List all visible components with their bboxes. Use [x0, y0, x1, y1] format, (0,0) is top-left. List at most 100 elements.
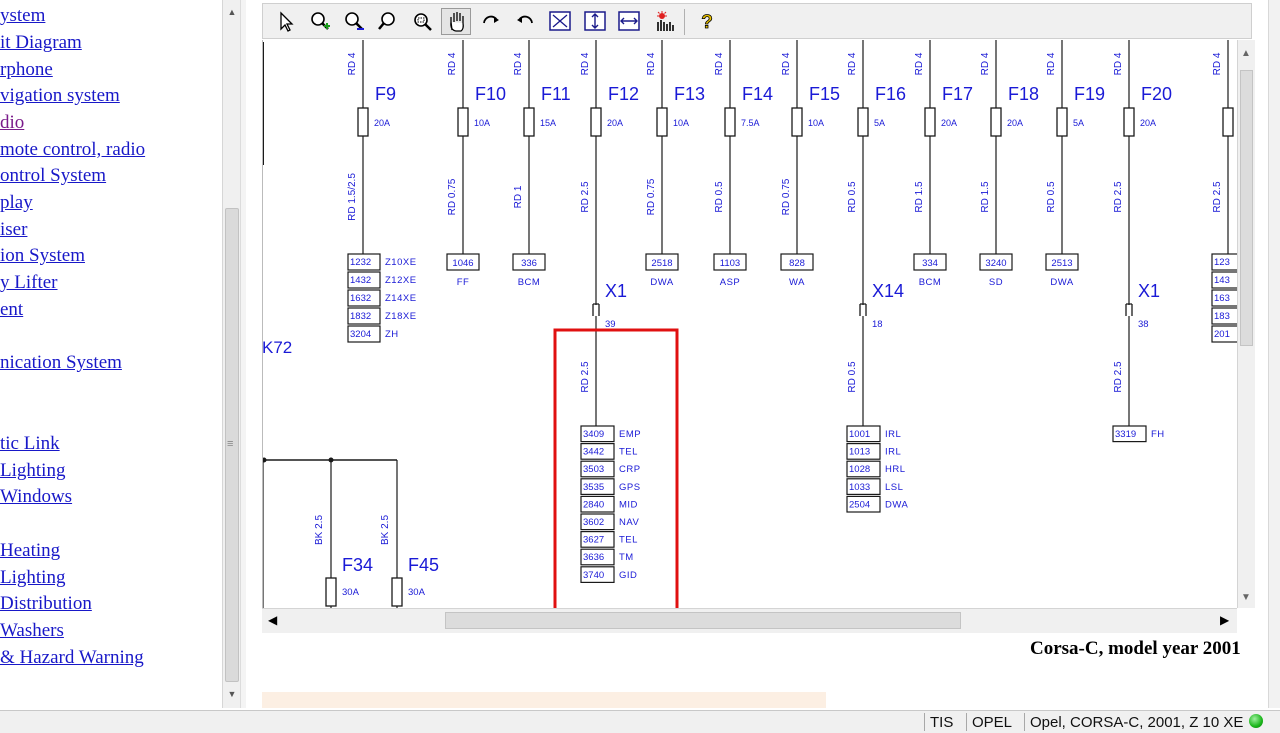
scroll-left-arrow-icon[interactable]: ◀	[268, 613, 278, 627]
connector-label: X1	[1138, 281, 1160, 301]
code-number: 828	[789, 258, 805, 269]
fuse-symbol	[1123, 107, 1135, 137]
left-nav-panel: ystem it Diagram rphone vigation system dio m…	[0, 0, 222, 708]
code-label: BCM	[919, 277, 942, 288]
fuse-label: F12	[608, 84, 639, 104]
code-box	[512, 253, 546, 271]
code-box	[846, 460, 881, 478]
nav-scrollbar[interactable]: ▲ ≡ ▼	[222, 0, 241, 708]
code-number: 2513	[1051, 258, 1072, 269]
code-box	[580, 548, 615, 566]
nav-link[interactable]: mote control, radio	[0, 139, 146, 160]
horizontal-scroll-thumb[interactable]	[445, 612, 961, 629]
scroll-up-arrow-icon[interactable]: ▲	[227, 7, 237, 17]
nav-link[interactable]: y Lifter	[0, 272, 58, 293]
wire-label: RD 1.5	[980, 181, 991, 213]
code-label: FH	[1151, 429, 1165, 440]
scroll-down-arrow-icon[interactable]: ▼	[227, 689, 237, 699]
zoom-window-button[interactable]	[408, 8, 436, 34]
rotate-left-button[interactable]	[511, 8, 539, 34]
code-box	[580, 460, 615, 478]
wire-label: BK 2.5	[314, 515, 325, 545]
nav-link[interactable]: ystem	[0, 5, 46, 26]
nav-link[interactable]: ent	[0, 299, 24, 320]
scroll-up-arrow-icon[interactable]: ▲	[1241, 48, 1251, 59]
grip-icon: ≡	[227, 438, 234, 450]
fit-height-icon	[584, 11, 606, 31]
code-number: 123	[1214, 257, 1230, 268]
code-number: 3503	[583, 464, 604, 475]
code-box	[347, 289, 381, 307]
code-label: TEL	[619, 447, 638, 458]
diagram-vertical-scrollbar[interactable]: ▲ ▼	[1237, 40, 1255, 608]
nav-link[interactable]: Distribution	[0, 593, 92, 614]
status-led-icon	[1249, 714, 1263, 728]
fit-page-button[interactable]	[546, 8, 574, 34]
zoom-out-button[interactable]	[340, 8, 368, 34]
wire-label: RD 4	[847, 52, 858, 75]
fit-height-button[interactable]	[581, 8, 609, 34]
fuse-label: F11	[541, 84, 571, 104]
nav-link[interactable]: Lighting	[0, 567, 66, 588]
pan-button[interactable]	[443, 8, 471, 34]
nav-link[interactable]: Windows	[0, 486, 73, 507]
code-box	[347, 271, 381, 289]
diagram-horizontal-scrollbar[interactable]: ◀ ▶	[262, 608, 1237, 633]
fuse-symbol	[325, 577, 337, 607]
select-pointer-button[interactable]	[272, 8, 300, 34]
help-button[interactable]: ?	[693, 8, 721, 34]
wire-label: RD 4	[580, 52, 591, 75]
status-cell-brand: OPEL	[966, 713, 1024, 731]
window-scrollbar[interactable]	[1268, 0, 1280, 708]
code-number: 2840	[583, 499, 604, 510]
code-number: 163	[1214, 293, 1230, 304]
wire-label: RD 2.5	[580, 181, 591, 213]
nav-link[interactable]: dio	[0, 112, 25, 133]
highlight-button[interactable]	[651, 8, 679, 34]
nav-link[interactable]: Heating	[0, 540, 61, 561]
nav-link[interactable]: play	[0, 192, 33, 213]
highlight-icon	[657, 11, 674, 31]
code-box	[347, 307, 381, 325]
rotate-right-button[interactable]	[477, 8, 505, 34]
scroll-down-arrow-icon[interactable]: ▼	[1241, 592, 1251, 603]
code-number: 334	[922, 258, 938, 269]
fuse-amps: 20A	[607, 118, 623, 128]
nav-scroll-thumb[interactable]	[225, 208, 239, 682]
code-box	[580, 513, 615, 531]
code-box	[347, 325, 381, 343]
nav-link[interactable]: it Diagram	[0, 32, 82, 53]
code-number: 1432	[350, 275, 371, 286]
code-number: 1013	[849, 447, 870, 458]
nav-link[interactable]: Washers	[0, 620, 64, 641]
vertical-scroll-thumb[interactable]	[1240, 70, 1253, 346]
pane-splitter[interactable]	[240, 0, 247, 708]
zoom-button[interactable]	[374, 8, 402, 34]
scroll-right-arrow-icon[interactable]: ▶	[1220, 613, 1230, 627]
nav-link[interactable]: nication System	[0, 352, 122, 373]
nav-link[interactable]: iser	[0, 219, 28, 240]
zoom-in-button[interactable]	[306, 8, 334, 34]
fuse-label: F34	[342, 555, 373, 575]
fuse-symbol	[357, 107, 369, 137]
rotate-right-icon	[483, 15, 499, 24]
nav-link[interactable]: ontrol System	[0, 165, 107, 186]
nav-link[interactable]: Lighting	[0, 460, 66, 481]
fuse-symbol	[523, 107, 535, 137]
code-box	[1211, 253, 1238, 271]
nav-link[interactable]: ion System	[0, 245, 85, 266]
fit-width-button[interactable]	[615, 8, 643, 34]
arrow-pointer-icon	[280, 11, 294, 32]
code-label: WA	[789, 277, 805, 288]
nav-link[interactable]: rphone	[0, 59, 53, 80]
code-number: 3240	[985, 258, 1006, 269]
code-number: 2518	[651, 258, 672, 269]
nav-link[interactable]: vigation system	[0, 85, 120, 106]
nav-link[interactable]: tic Link	[0, 433, 60, 454]
fuse-amps: 5A	[1073, 118, 1084, 128]
nav-link[interactable]: & Hazard Warning	[0, 647, 144, 668]
fuse-symbol	[857, 107, 869, 137]
code-number: 1033	[849, 482, 870, 493]
